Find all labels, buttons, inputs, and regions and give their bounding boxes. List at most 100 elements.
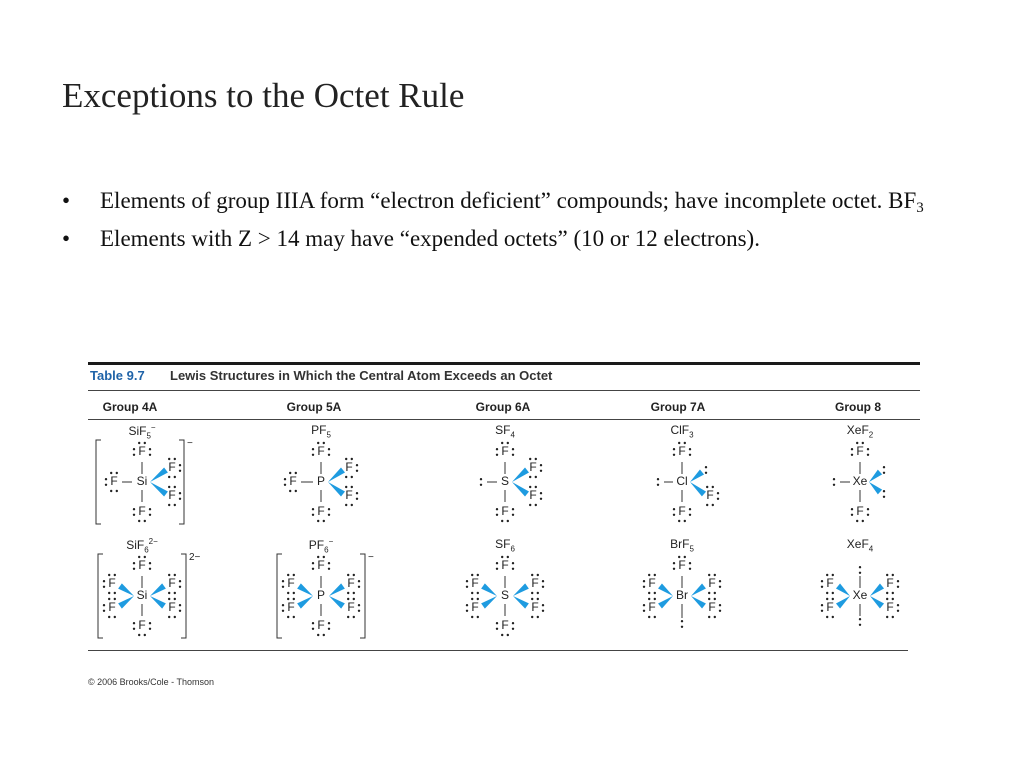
lone-pair [495,622,499,625]
lone-pair [529,503,532,507]
lone-pair [529,475,532,479]
fluorine-atom: F [168,488,175,502]
lone-pair [891,591,894,595]
lone-pair [148,513,152,516]
wedge-bond [297,583,313,596]
lone-pair [292,573,295,577]
lone-pair [648,615,651,619]
lone-pair [506,633,509,637]
lone-pair [355,469,359,472]
fluorine-atom: F [678,444,685,458]
lone-pair [110,471,113,475]
fluorine-atom: F [347,600,354,614]
copyright-notice: © 2006 Brooks/Cole - Thomson [88,677,215,687]
lone-pair [495,513,499,516]
lone-pair [536,573,539,577]
lone-pair [350,457,353,461]
wedge-bond [870,583,885,596]
central-lone-pair [858,623,862,626]
lone-pair [311,513,315,516]
lone-pair [688,453,692,456]
lone-pair [683,519,686,523]
lone-pair [511,453,515,456]
lone-pair [683,441,686,445]
fluorine-atom: F [347,576,354,590]
fluorine-atom: F [531,600,538,614]
fluorine-atom: F [501,444,508,458]
lone-pair [708,615,711,619]
lone-pair [711,503,714,507]
lone-pair [281,604,285,607]
lone-pair [355,497,359,500]
fluorine-atom: F [317,504,324,518]
lone-pair [506,441,509,445]
lone-pair [850,513,854,516]
lone-pair [173,457,176,461]
lone-pair [108,591,111,595]
lone-pair [173,573,176,577]
lone-pair [102,604,106,607]
lone-pair [292,591,295,595]
lone-pair [531,615,534,619]
lone-pair [352,597,355,601]
lone-pair [648,597,651,601]
lone-pair [143,441,146,445]
ion-charge: − [187,438,193,449]
lone-pair [350,475,353,479]
lone-pair [831,591,834,595]
bullet-marker: • [62,226,71,251]
lone-pair [896,585,900,588]
lone-pair [102,609,106,612]
lone-pair [529,457,532,461]
lone-pair [476,573,479,577]
lone-pair [856,441,859,445]
lone-pair [511,508,515,511]
group-header-4a: Group 4A [102,400,158,414]
fluorine-atom: F [168,600,175,614]
lone-pair [886,597,889,601]
lone-pair [713,591,716,595]
central-atom: Xe [853,588,868,602]
fluorine-atom: F [678,558,685,572]
lone-pair [896,580,900,583]
lone-pair [113,615,116,619]
lone-pair [350,503,353,507]
bullet-item-expanded-octets: • Elements with Z > 14 may have “expende… [62,224,942,254]
table-header-rule [88,419,920,420]
wedge-bond [869,482,883,495]
lone-pair [352,573,355,577]
lone-pair [826,591,829,595]
lone-pair [716,497,720,500]
lone-pair [534,485,537,489]
wedge-bond [513,583,529,596]
lone-pair [896,604,900,607]
fluorine-atom: F [471,576,478,590]
lone-pair [327,448,331,451]
lone-pair [317,633,320,637]
lone-pair [653,591,656,595]
lone-pair [820,580,824,583]
group-header-8: Group 8 [834,400,882,414]
formula-sif6: SiF62− [126,537,158,555]
lone-pair [536,597,539,601]
lone-pair [711,485,714,489]
lone-pair [178,497,182,500]
lone-pair [287,615,290,619]
fluorine-atom: F [678,504,685,518]
lone-pair [132,453,136,456]
lone-pair [327,627,331,630]
lone-pair [104,478,108,481]
lone-pair [718,585,722,588]
central-lone-pair [479,478,483,481]
lone-pair [476,597,479,601]
lone-pair [886,573,889,577]
lone-pair [672,567,676,570]
lone-pair [132,567,136,570]
lone-pair [148,448,152,451]
right-bracket [360,553,366,639]
wedge-bond [118,596,134,609]
lone-pair [495,627,499,630]
table-top-rule [88,362,920,365]
fluorine-atom: F [287,576,294,590]
lone-pair [143,519,146,523]
